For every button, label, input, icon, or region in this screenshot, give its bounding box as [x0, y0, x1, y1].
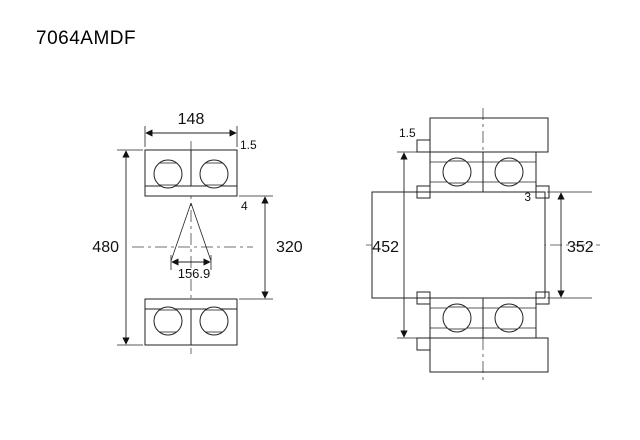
contact-angle-lines — [170, 202, 212, 262]
inner-ring-bottom — [144, 298, 238, 310]
mounted-bearing-bottom — [429, 297, 537, 339]
ball-top-right — [494, 157, 524, 187]
dim-outer-diameter-label: 480 — [92, 239, 119, 256]
bearing-cross-section-view: 148 480 320 156.9 — [92, 111, 303, 354]
dimension-shaft-abutment: 352 — [547, 191, 594, 299]
dimension-bore-diameter: 320 — [239, 195, 303, 300]
housing-top — [429, 117, 549, 153]
ball-top-left — [442, 157, 472, 187]
dimension-housing-abutment: 452 — [372, 151, 428, 339]
cage-marks-bottom — [160, 309, 222, 333]
mounting-arrangement-view: 452 352 1.5 3 — [366, 108, 600, 382]
mounted-bearing-top — [429, 151, 537, 193]
dim-load-center-label: 156.9 — [178, 266, 211, 281]
dimension-width: 148 — [144, 111, 238, 147]
part-number-title: 7064AMDF — [36, 28, 137, 49]
ball-top-left — [153, 159, 183, 189]
spacer-bottom-left — [416, 337, 431, 351]
ball-top-right — [199, 159, 229, 189]
dim-housing-fillet-label: 1.5 — [399, 126, 416, 140]
ball-bottom-right — [494, 303, 524, 333]
ball-bottom-right — [199, 306, 229, 336]
dimension-load-center: 156.9 — [170, 255, 212, 281]
housing-bottom — [429, 337, 549, 373]
dim-housing-abutment-label: 452 — [372, 239, 399, 256]
dim-inner-gap-label: 4 — [241, 199, 248, 213]
cage-marks-top — [160, 162, 222, 186]
spacer-top-left — [416, 139, 431, 153]
dimension-outer-diameter: 480 — [92, 149, 143, 346]
dim-bore-diameter-label: 320 — [276, 239, 303, 256]
dim-shaft-fillet-label: 3 — [524, 190, 531, 204]
dim-shaft-abutment-label: 352 — [567, 239, 594, 256]
ball-bottom-left — [442, 303, 472, 333]
ball-bottom-left — [153, 306, 183, 336]
dim-chamfer-label: 1.5 — [240, 138, 257, 152]
inner-ring-top — [144, 185, 238, 197]
dim-width-label: 148 — [178, 111, 205, 128]
